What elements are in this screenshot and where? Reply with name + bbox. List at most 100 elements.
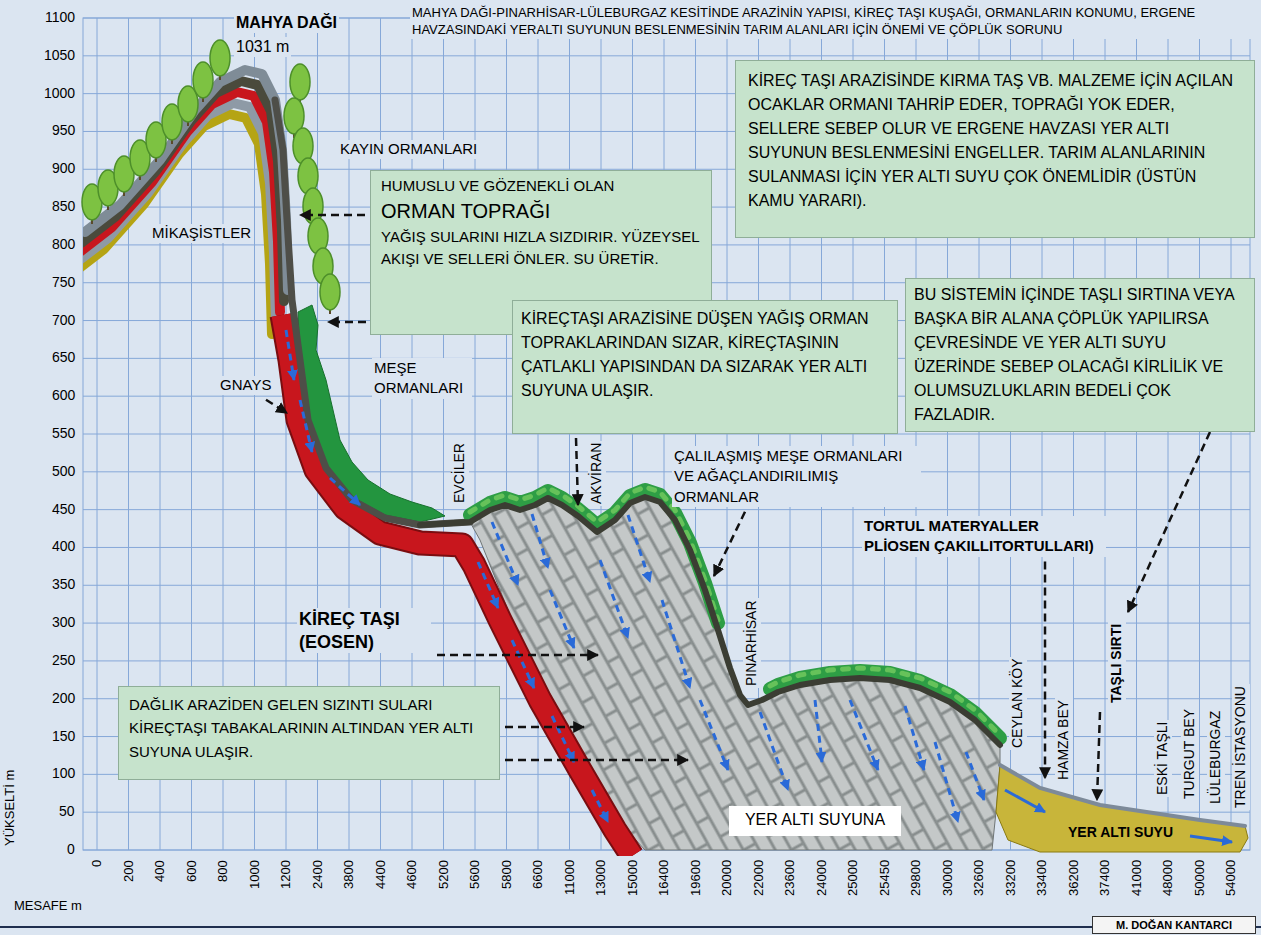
axis-tick: 800: [215, 858, 231, 884]
place-name: TURGUT BEY: [1181, 707, 1199, 801]
axis-tick: 11000: [562, 858, 578, 897]
axis-tick: 100: [50, 765, 77, 783]
leader-arrow: [505, 726, 584, 729]
beech-forest: [82, 40, 340, 314]
axis-tick: 400: [50, 538, 77, 556]
seepage-arrow: [512, 640, 534, 688]
seepage-arrow: [966, 752, 984, 800]
seepage-arrow: [300, 400, 312, 452]
axis-tick: 24000: [814, 858, 830, 898]
axis-tick: 600: [184, 858, 200, 884]
seepage-arrow: [600, 560, 628, 638]
seepage-arrow: [628, 515, 650, 582]
forest-label: MEŞE ORMANLARI: [372, 358, 472, 399]
place-name: ESKİ TAŞLI: [1154, 720, 1172, 797]
beech-tree: [210, 40, 230, 80]
axis-title: YÜKSELTİ m: [2, 768, 18, 848]
seepage-arrow: [286, 330, 294, 380]
axis-tick: 2400: [310, 858, 326, 891]
note-box: KİREÇ TAŞI ARAZİSİNDE KIRMA TAŞ VB. MALZ…: [735, 60, 1255, 238]
axis-tick: 23600: [782, 858, 798, 898]
grid-line: [538, 18, 539, 850]
grid-line: [97, 18, 98, 850]
axis-tick: 33200: [1003, 858, 1019, 898]
axis-tick: 30000: [940, 858, 956, 898]
schist-band: [85, 70, 288, 290]
note-box: YER ALTI SUYUNA: [729, 806, 901, 836]
axis-tick: 1000: [42, 85, 77, 103]
axis-tick: 50: [57, 803, 77, 821]
groundwater-label: YER ALTI SUYU: [1066, 824, 1175, 842]
axis-tick: 500: [50, 463, 77, 481]
seepage-arrow: [760, 712, 788, 790]
seepage-arrow: [552, 716, 574, 762]
axis-tick: 950: [50, 122, 77, 140]
note-box: BU SİSTEMİN İÇİNDE TAŞLI SIRTINA VEYA BA…: [905, 278, 1255, 432]
oak-forest: [298, 305, 445, 522]
grid-line: [506, 18, 507, 850]
axis-tick: 1200: [278, 858, 294, 891]
note-text: YER ALTI SUYUNA: [733, 810, 897, 831]
axis-tick: 1100: [43, 9, 77, 27]
groundwater-flow: [1190, 836, 1232, 842]
beech-tree: [193, 62, 213, 102]
seepage-arrow: [330, 478, 360, 505]
axis-tick: 6600: [530, 858, 546, 891]
seepage-arrow: [935, 742, 958, 822]
axis-tick: 33400: [1034, 858, 1050, 898]
axis-tick: 550: [50, 425, 77, 443]
axis-tick: 15000: [625, 858, 641, 898]
forest-label: ÇALILAŞMIŞ MEŞE ORMANLARI VE AĞAÇLANDIRI…: [672, 446, 921, 507]
axis-tick: 5600: [467, 858, 483, 891]
axis-tick: 22000: [751, 858, 767, 898]
seepage-arrow: [662, 600, 690, 688]
axis-tick: 37400: [1097, 858, 1113, 898]
axis-tick: 5200: [436, 858, 452, 891]
axis-tick: 600: [50, 387, 77, 405]
tree-crown: [193, 62, 213, 98]
note-box: KİREÇTAŞI ARAZİSİNE DÜŞEN YAĞIŞ ORMAN TO…: [512, 300, 898, 434]
axis-tick: 29800: [908, 858, 924, 898]
axis-tick: 200: [50, 690, 77, 708]
leader-arrow: [1128, 432, 1210, 612]
note-box: DAĞLIK ARAZİDEN GELEN SIZINTI SULARI KİR…: [118, 686, 500, 780]
rock-label: GNAYS: [218, 376, 273, 395]
place-name: TAŞLI SIRTI: [1108, 622, 1126, 705]
leader-arrow: [1044, 562, 1047, 779]
seepage-arrow: [550, 590, 574, 648]
note-text: KİREÇTAŞI ARAZİSİNE DÜŞEN YAĞIŞ ORMAN TO…: [521, 307, 889, 403]
note-text: BU SİSTEMİN İÇİNDE TAŞLI SIRTINA VEYA BA…: [914, 283, 1246, 427]
schist-band: [83, 92, 280, 312]
axis-tick: 25000: [845, 858, 861, 898]
axis-tick: 20000: [719, 858, 735, 898]
axis-tick: 50000: [1192, 858, 1208, 898]
leader-arrow: [714, 512, 745, 576]
place-name: HAMZA BEY: [1055, 698, 1073, 782]
leader-arrow: [437, 654, 598, 657]
place-name: LÜLEBURGAZ: [1207, 709, 1225, 806]
axis-tick: 0: [89, 858, 105, 869]
axis-tick: 19600: [688, 858, 704, 898]
axis-tick: 650: [50, 349, 77, 367]
axis-tick: 36200: [1066, 858, 1082, 898]
title-text: MAHYA DAĞI-PINARHİSAR-LÜLEBURGAZ KESİTİN…: [410, 5, 1256, 39]
axis-tick: 4400: [373, 858, 389, 891]
axis-tick: 5800: [499, 858, 515, 891]
axis-tick: 350: [50, 576, 77, 594]
note-text: ORMAN TOPRAĞI: [381, 197, 701, 226]
place-name: TREN İSTASYONU: [1232, 684, 1250, 810]
tree-crown: [320, 274, 340, 310]
leader-arrow: [1097, 712, 1100, 800]
axis-tick: 750: [50, 274, 77, 292]
place-name: PINARHİSAR: [743, 598, 761, 688]
seepage-arrow: [905, 706, 924, 770]
leader-arrow: [300, 214, 365, 217]
seepage-arrow: [700, 700, 728, 770]
note-box: M. DOĞAN KANTARCI: [1092, 916, 1256, 934]
axis-tick: 48000: [1160, 858, 1176, 898]
axis-tick: 13000: [593, 858, 609, 898]
seepage-arrow: [492, 522, 518, 585]
sediment-label: TORTUL MATERYALLER PLİOSEN ÇAKILLITORTUL…: [862, 516, 1106, 557]
leader-arrow: [266, 400, 287, 413]
axis-tick: 150: [50, 728, 77, 746]
